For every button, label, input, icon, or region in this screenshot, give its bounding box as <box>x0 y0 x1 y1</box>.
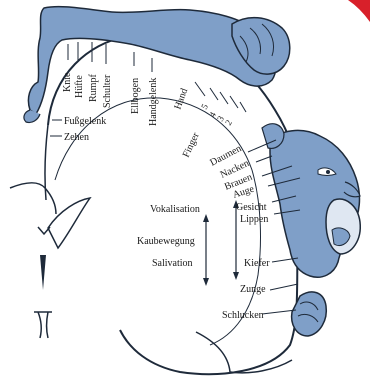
label-ellbogen: Ellbogen <box>130 78 141 114</box>
label-schlucken: Schlucken <box>222 310 264 321</box>
label-lippen: Lippen <box>240 214 268 225</box>
midline-curve <box>10 183 56 214</box>
label-salivation: Salivation <box>152 258 193 269</box>
label-finger: Finger <box>181 130 202 159</box>
arrow-left-head-top <box>203 214 209 222</box>
temporal-lobe-outline <box>196 332 292 373</box>
arrow-right-head-bottom <box>233 272 239 280</box>
label-finger-2: 2 <box>223 118 234 127</box>
left-leader-lines <box>50 120 62 136</box>
arrow-left-head-bottom <box>203 278 209 286</box>
label-handgelenk: Handgelenk <box>148 78 159 126</box>
label-rumpf: Rumpf <box>88 74 99 102</box>
lower-structure <box>34 312 52 338</box>
label-vokalisation: Vokalisation <box>150 204 200 215</box>
label-schulter: Schulter <box>102 74 113 108</box>
label-gesicht: Gesicht <box>236 202 267 213</box>
homunculus-mouth <box>326 199 360 254</box>
label-huefte: Hüfte <box>74 75 85 98</box>
label-knie: Knie <box>62 72 73 92</box>
ventricle-slit <box>40 255 46 290</box>
label-zehen: Zehen <box>64 132 89 143</box>
corpus-marker <box>38 227 50 234</box>
corner-badge <box>348 0 370 22</box>
label-zunge: Zunge <box>240 284 266 295</box>
label-hand: Hand <box>172 87 190 111</box>
label-kaubewegung: Kaubewegung <box>137 236 195 247</box>
eye-pupil <box>326 170 330 174</box>
label-fussgelenk: Fußgelenk <box>64 116 106 127</box>
label-kiefer: Kiefer <box>244 258 270 269</box>
